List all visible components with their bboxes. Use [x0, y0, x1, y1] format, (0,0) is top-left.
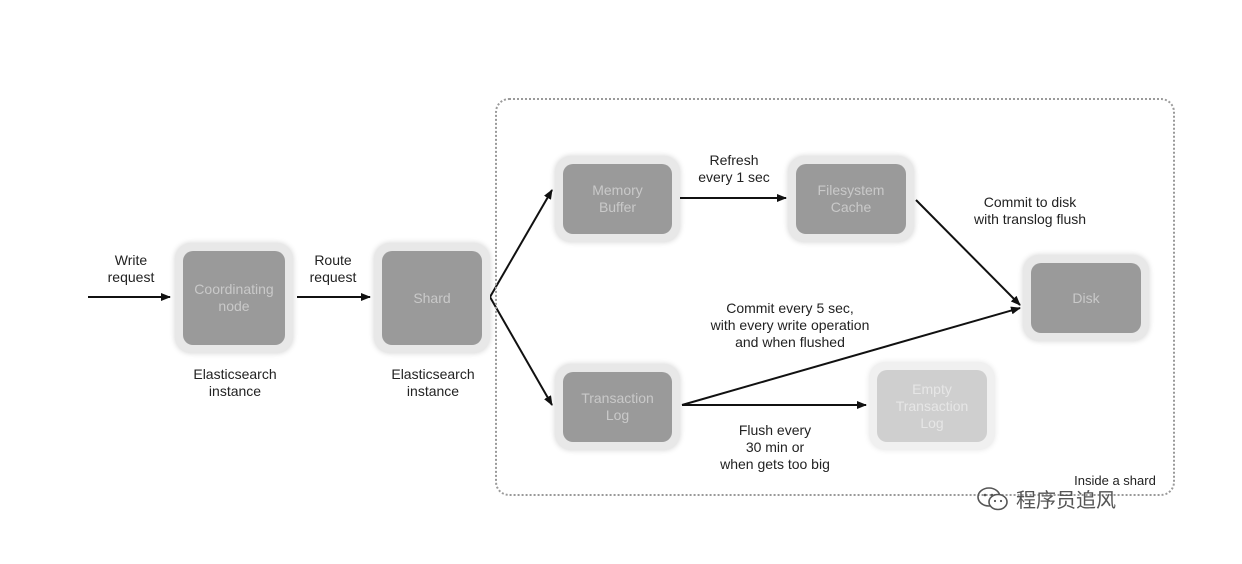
- arrow-shard-to-memory: [489, 189, 553, 298]
- shard-boundary: [495, 98, 1175, 496]
- memory-buffer-box: Memory Buffer: [555, 156, 680, 242]
- arrow-translog-to-disk: [681, 306, 1021, 406]
- refresh-label: Refresh every 1 sec: [698, 152, 770, 185]
- coordinating-node-label: Coordinating node: [183, 251, 285, 345]
- transaction-log-label: Transaction Log: [563, 372, 672, 442]
- filesystem-cache-box: Filesystem Cache: [788, 156, 914, 242]
- write-request-label: Write request: [107, 252, 155, 285]
- empty-transaction-log-label: Empty Transaction Log: [877, 370, 987, 442]
- transaction-log-box: Transaction Log: [555, 364, 680, 450]
- arrow-shard-to-translog: [489, 296, 553, 406]
- arrow-cache-to-disk: [915, 199, 1021, 306]
- shard-label: Shard: [382, 251, 482, 345]
- commit-to-disk-label: Commit to disk with translog flush: [973, 194, 1087, 227]
- filesystem-cache-label: Filesystem Cache: [796, 164, 906, 234]
- disk-box: Disk: [1023, 255, 1149, 341]
- es-instance-label-1: Elasticsearch instance: [193, 366, 277, 399]
- coordinating-node-box: Coordinating node: [175, 243, 293, 353]
- flush-every-label: Flush every 30 min or when gets too big: [720, 422, 830, 472]
- commit-every-label: Commit every 5 sec, with every write ope…: [710, 300, 870, 350]
- shard-box: Shard: [374, 243, 490, 353]
- disk-label: Disk: [1031, 263, 1141, 333]
- empty-transaction-log-box: Empty Transaction Log: [869, 362, 995, 450]
- watermark: 程序员追风: [976, 484, 1116, 513]
- es-instance-label-2: Elasticsearch instance: [391, 366, 475, 399]
- wechat-icon: [976, 486, 1010, 512]
- memory-buffer-label: Memory Buffer: [563, 164, 672, 234]
- route-request-label: Route request: [309, 252, 357, 285]
- watermark-text: 程序员追风: [1016, 488, 1116, 512]
- inside-shard-label: Inside a shard: [1074, 473, 1156, 488]
